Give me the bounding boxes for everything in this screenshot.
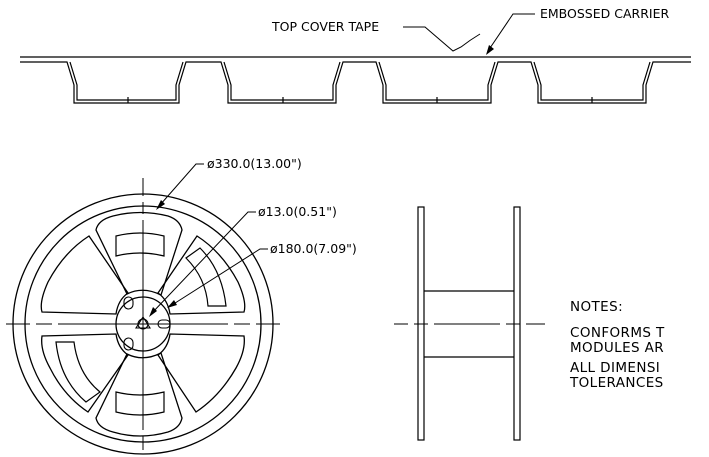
reel-window-lower-right [157,333,245,413]
embossed-carrier-label: EMBOSSED CARRIER [540,6,669,21]
carrier-outer-profile [20,61,691,104]
top-cover-tape-label: TOP COVER TAPE [271,19,379,34]
outer-diameter-dimension: ø330.0(13.00") [207,156,302,171]
hub-diameter-dimension: ø180.0(7.09") [270,241,357,256]
notes-line-1: CONFORMS T [570,325,665,341]
hub-hole-leader [151,211,256,314]
notes-block: NOTES: CONFORMS T MODULES AR ALL DIMENSI… [569,299,665,391]
reel-window-lower-left [41,333,129,413]
notes-line-2: MODULES AR [570,340,664,356]
carrier-center-ticks [127,97,593,103]
reel-window-upper-right [157,235,246,315]
left-slot [55,341,101,403]
hub-hole-dimension: ø13.0(0.51") [258,204,337,219]
notes-line-4: TOLERANCES [569,375,664,391]
reel-window-left [40,235,129,315]
hub-slot-bottom [123,337,134,351]
reel-window-slots [55,232,227,416]
dimension-leaders [151,163,268,314]
reel-windows [40,211,246,437]
reel-window-upper-left [95,211,183,296]
top-cover-tape-leader [403,26,481,52]
notes-line-3: ALL DIMENSI [570,360,660,376]
dimension-arrowheads [149,200,177,317]
notes-heading: NOTES: [570,299,623,315]
outer-diameter-arrowhead [156,200,165,210]
carrier-inner-profile [69,61,651,101]
reel-window-lower [95,352,183,437]
embossed-carrier-arrowhead [486,45,494,55]
upper-slot [115,232,165,257]
carrier-tape-profile [20,56,691,104]
hub-slot-top [123,296,134,310]
hub-diameter-arrowhead [167,300,177,308]
embossed-carrier-leader [487,13,535,52]
front-view-centerlines [6,178,280,450]
outer-diameter-leader [159,163,204,206]
lower-slot [115,391,165,416]
hub-diameter-leader [171,248,268,306]
tape-label-leaders [403,13,535,52]
hub-hole-arrowhead [149,307,157,317]
right-slot [185,247,227,307]
